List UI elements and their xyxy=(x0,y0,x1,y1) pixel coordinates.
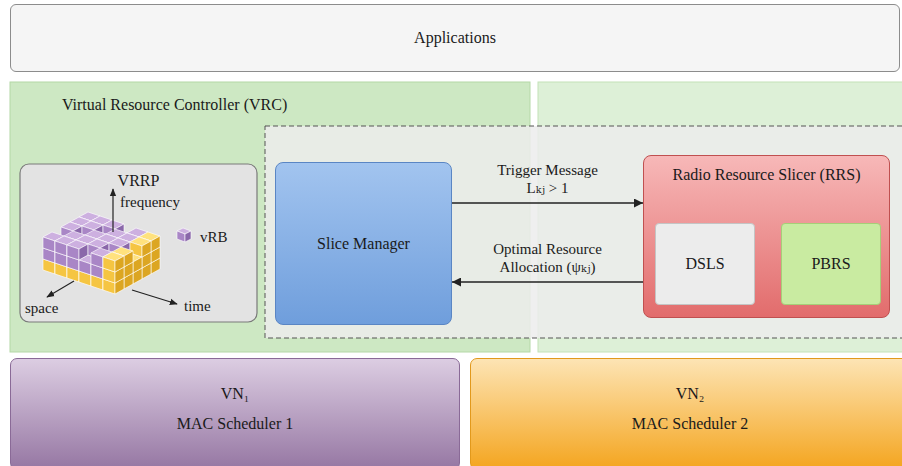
cube-face xyxy=(43,237,55,252)
node-title: Radio Resource Slicer (RRS) xyxy=(673,165,861,185)
axis-label: space xyxy=(25,299,58,318)
axis-label: frequency xyxy=(120,193,180,212)
node-title: Slice Manager xyxy=(317,234,410,254)
cube-face xyxy=(79,244,88,260)
cube-face xyxy=(142,241,151,257)
network-box: VN₁ MAC Scheduler 1 xyxy=(10,358,460,466)
controller-panel: Virtual Resource Controller (VRC) VRRP Sli… xyxy=(10,82,530,352)
frequency-axis xyxy=(112,189,113,232)
pool-box-ground xyxy=(20,164,257,322)
resource-cube-stack xyxy=(43,212,160,294)
algorithm-box: PBRS xyxy=(781,223,881,305)
node-title: Applications xyxy=(414,28,496,48)
cube-face xyxy=(133,257,142,273)
cube-face xyxy=(151,236,160,252)
dashed-region xyxy=(265,126,902,338)
cube-face xyxy=(67,245,79,260)
cube-face xyxy=(103,257,115,272)
axis-label: time xyxy=(184,297,211,316)
space-axis xyxy=(47,281,74,297)
node-title: Virtual Resource Controller (VRC) xyxy=(62,95,287,115)
algorithm-box: DSLS xyxy=(655,223,755,305)
cube-face xyxy=(91,253,103,268)
time-axis xyxy=(132,290,177,304)
arrow-connector xyxy=(452,202,643,203)
cube-face xyxy=(115,256,124,272)
node-title: PBRS xyxy=(811,254,850,274)
node-subtitle: MAC Scheduler 1 xyxy=(177,414,293,434)
cube-face xyxy=(124,251,133,267)
node-title: VRRP xyxy=(118,171,160,191)
node-title: DSLS xyxy=(685,254,724,274)
node-title: VN₁ xyxy=(221,384,250,404)
manager-box: Slice Manager xyxy=(275,162,452,325)
node-subtitle: MAC Scheduler 2 xyxy=(632,414,748,434)
application-band: Applications xyxy=(10,4,900,72)
cube-face xyxy=(55,241,67,256)
cube-face xyxy=(79,260,91,275)
vrb-sample-cube xyxy=(177,228,191,242)
slicer-box: Radio Resource Slicer (RRS) DSLS PBRS xyxy=(643,155,890,318)
arrow-connector xyxy=(452,281,643,282)
node-title: VN₂ xyxy=(676,384,705,404)
legend-label: vRB xyxy=(200,228,228,247)
edge-label: Optimal Resource Allocation (ψₖⱼ) xyxy=(482,240,614,278)
cube-face xyxy=(185,231,191,242)
edge-label: Trigger Message Lₖⱼ > 1 xyxy=(490,161,606,199)
network-box: VN₂ MAC Scheduler 2 xyxy=(470,358,902,466)
cube-face xyxy=(177,231,185,242)
